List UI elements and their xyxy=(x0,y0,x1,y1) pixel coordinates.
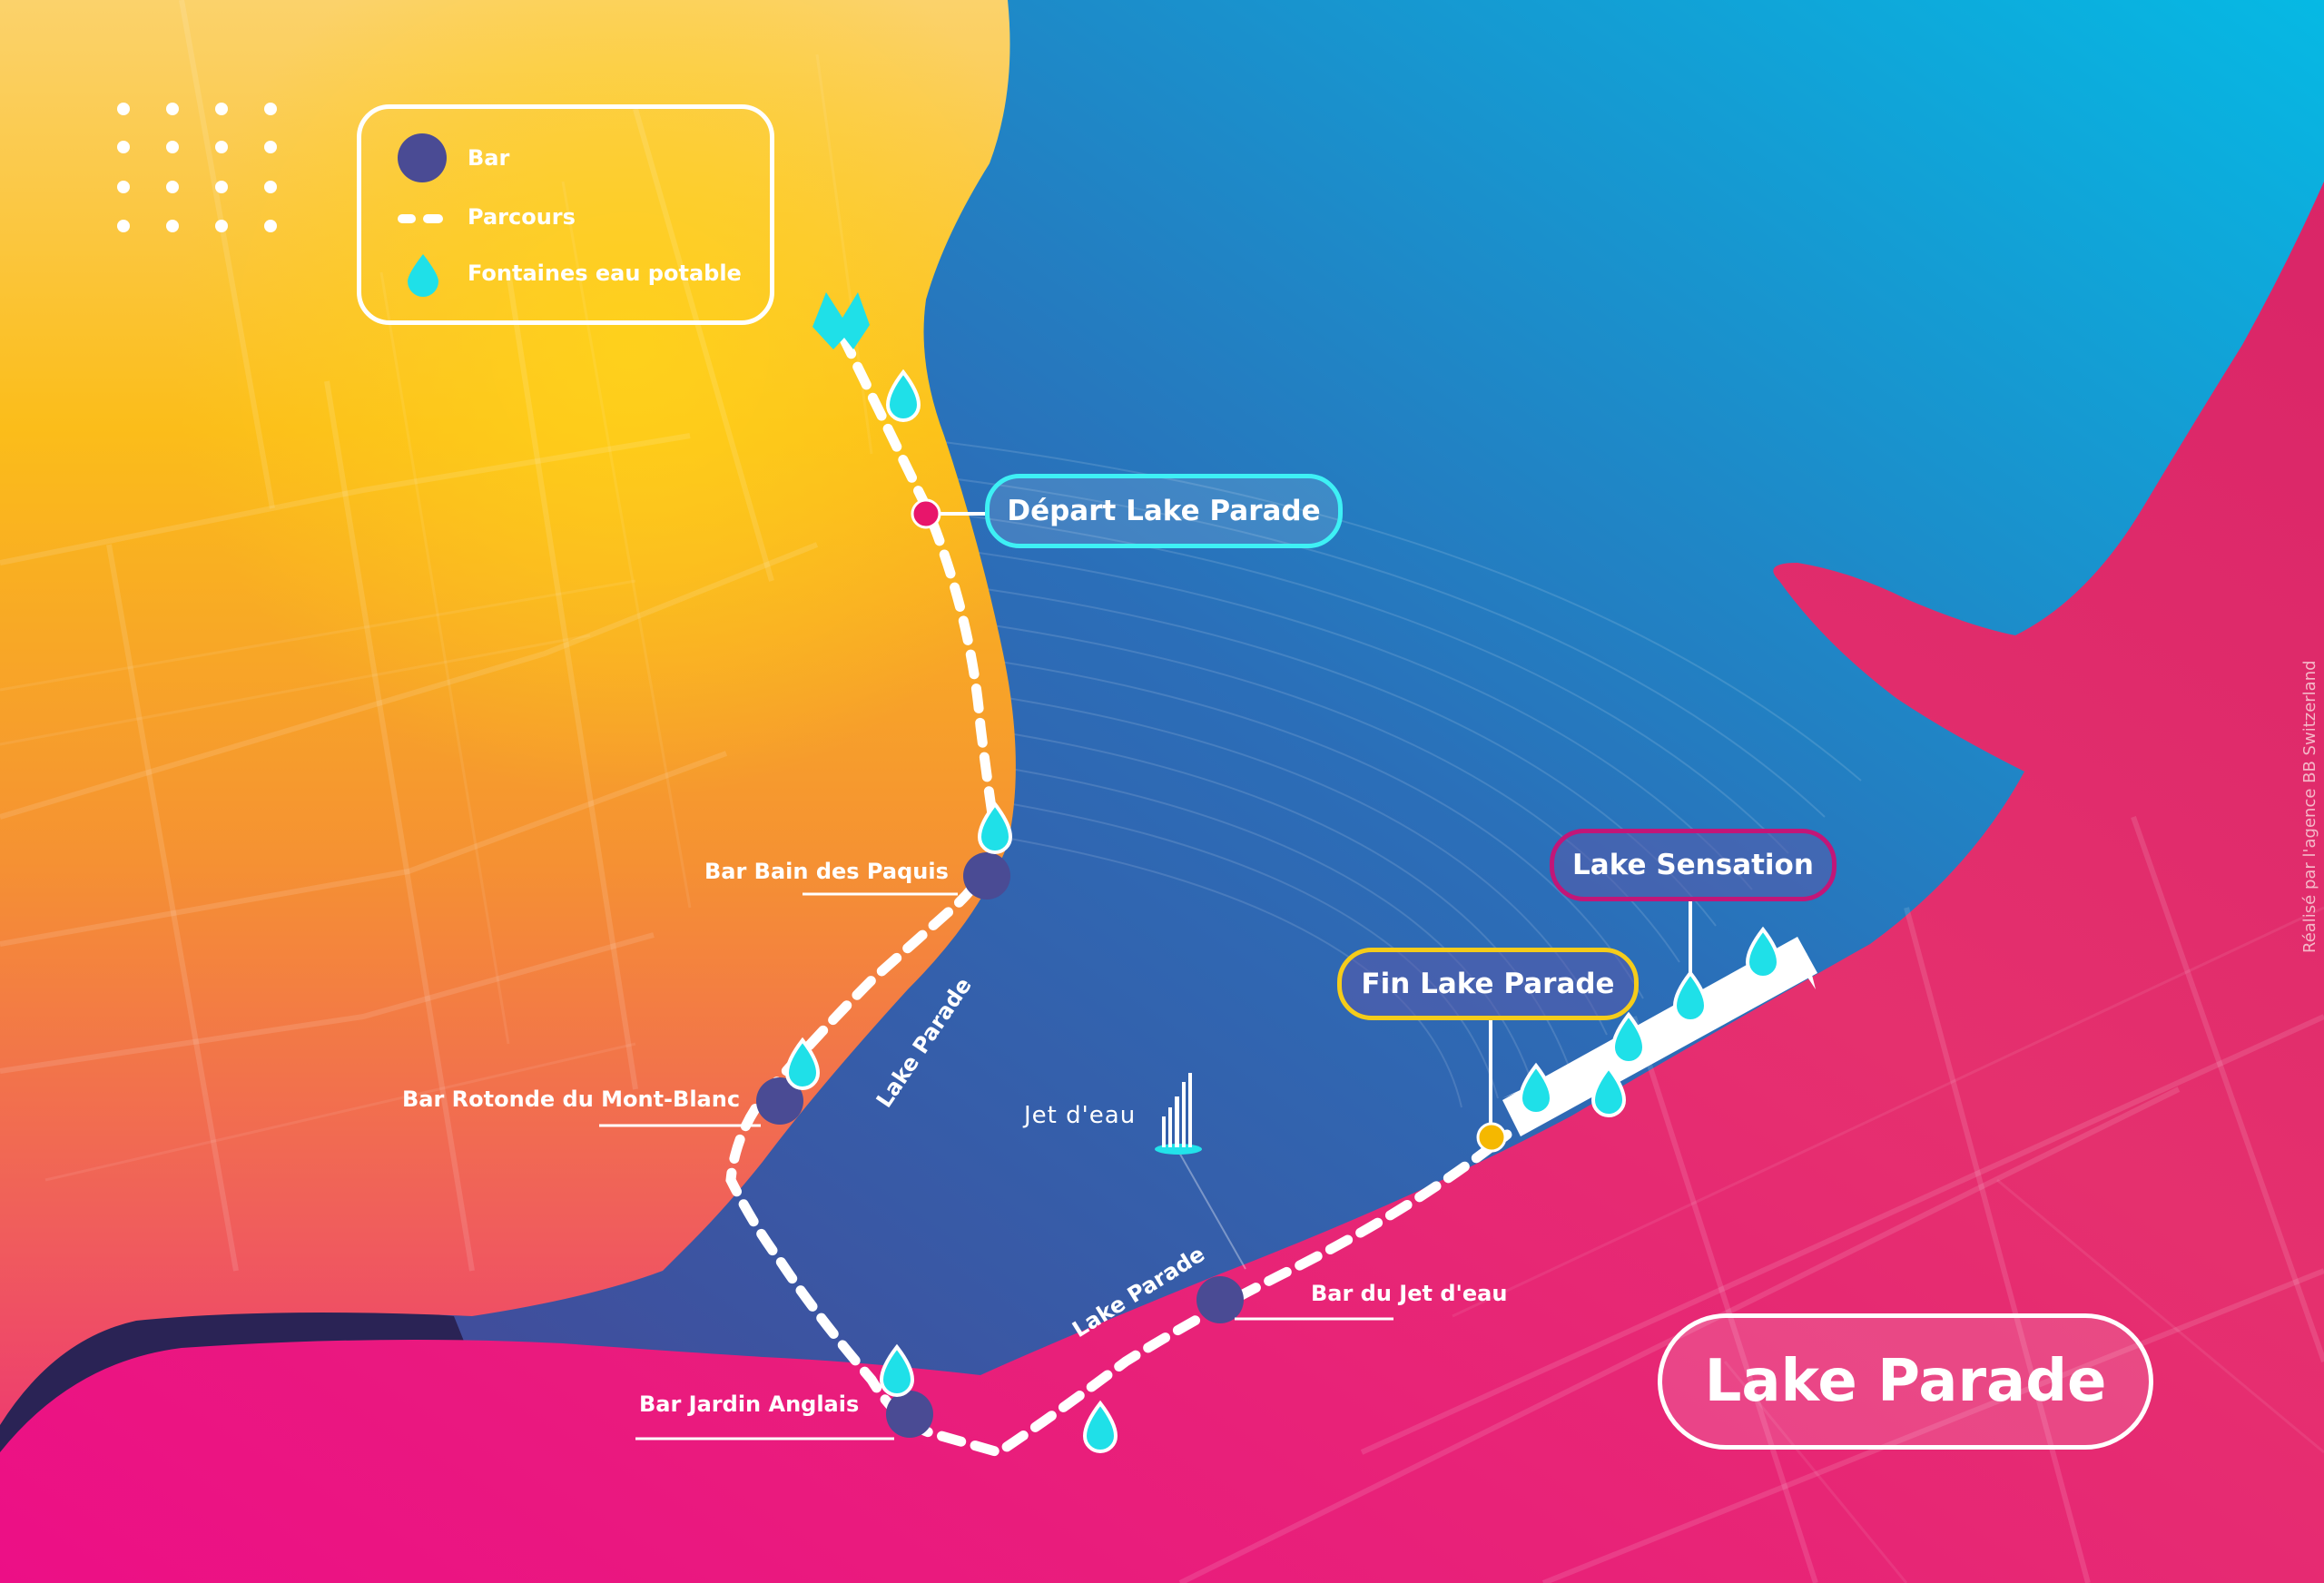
fountain-icon xyxy=(1518,1062,1554,1116)
north-shore-glow xyxy=(0,0,1016,998)
bar-marker-jardin[interactable] xyxy=(886,1391,933,1438)
bar-label-paquis: Bar Bain des Paquis xyxy=(704,859,949,884)
fountain-icon xyxy=(977,801,1013,854)
south-shore-land xyxy=(0,182,2324,1583)
fountain-icon xyxy=(1082,1400,1118,1453)
legend-bar-icon xyxy=(398,133,447,182)
bar-label-jardin: Bar Jardin Anglais xyxy=(639,1391,860,1417)
fountain-markers xyxy=(784,369,1781,1453)
bar-label-rotonde: Bar Rotonde du Mont-Blanc xyxy=(402,1086,741,1112)
legend-fountain-icon xyxy=(405,252,441,298)
landmark-label: Jet d'eau xyxy=(1024,1102,1137,1129)
start-point-marker xyxy=(911,498,941,529)
lake-sensation-strip xyxy=(1502,937,1817,1136)
bar-marker-jet[interactable] xyxy=(1196,1276,1244,1323)
start-callout[interactable]: Départ Lake Parade xyxy=(985,474,1343,548)
end-callout[interactable]: Fin Lake Parade xyxy=(1337,948,1639,1020)
bar-underlines xyxy=(599,892,1393,1440)
legend-fountain-label: Fontaines eau potable xyxy=(468,261,742,286)
credit-text: Réalisé par l'agence BB Switzerland xyxy=(2300,660,2319,953)
fountain-icon xyxy=(879,1343,915,1397)
legend-bar-label: Bar xyxy=(468,145,510,171)
legend-route-icon xyxy=(398,214,443,223)
fountain-icon xyxy=(1590,1064,1627,1117)
fountain-icon xyxy=(1672,969,1709,1023)
fountain-icon xyxy=(885,369,921,422)
bar-marker-paquis[interactable] xyxy=(963,852,1010,900)
map-title: Lake Parade xyxy=(1658,1313,2153,1450)
jet-deau-pointer xyxy=(1177,1150,1246,1270)
bar-marker-rotonde[interactable] xyxy=(756,1077,803,1125)
sensation-callout[interactable]: Lake Sensation xyxy=(1550,829,1837,901)
decorative-dot-grid xyxy=(117,103,277,232)
legend-panel: Bar Parcours Fontaines eau potable xyxy=(357,104,774,325)
fountain-icon xyxy=(1745,926,1781,979)
fountain-icon xyxy=(784,1037,821,1090)
legend-route-label: Parcours xyxy=(468,204,576,230)
bar-label-jet: Bar du Jet d'eau xyxy=(1311,1281,1508,1306)
jet-deau-icon xyxy=(1155,1073,1202,1155)
fountain-icon xyxy=(1610,1011,1647,1065)
route-direction-arrow-icon xyxy=(812,292,870,349)
end-point-marker xyxy=(1476,1122,1507,1153)
